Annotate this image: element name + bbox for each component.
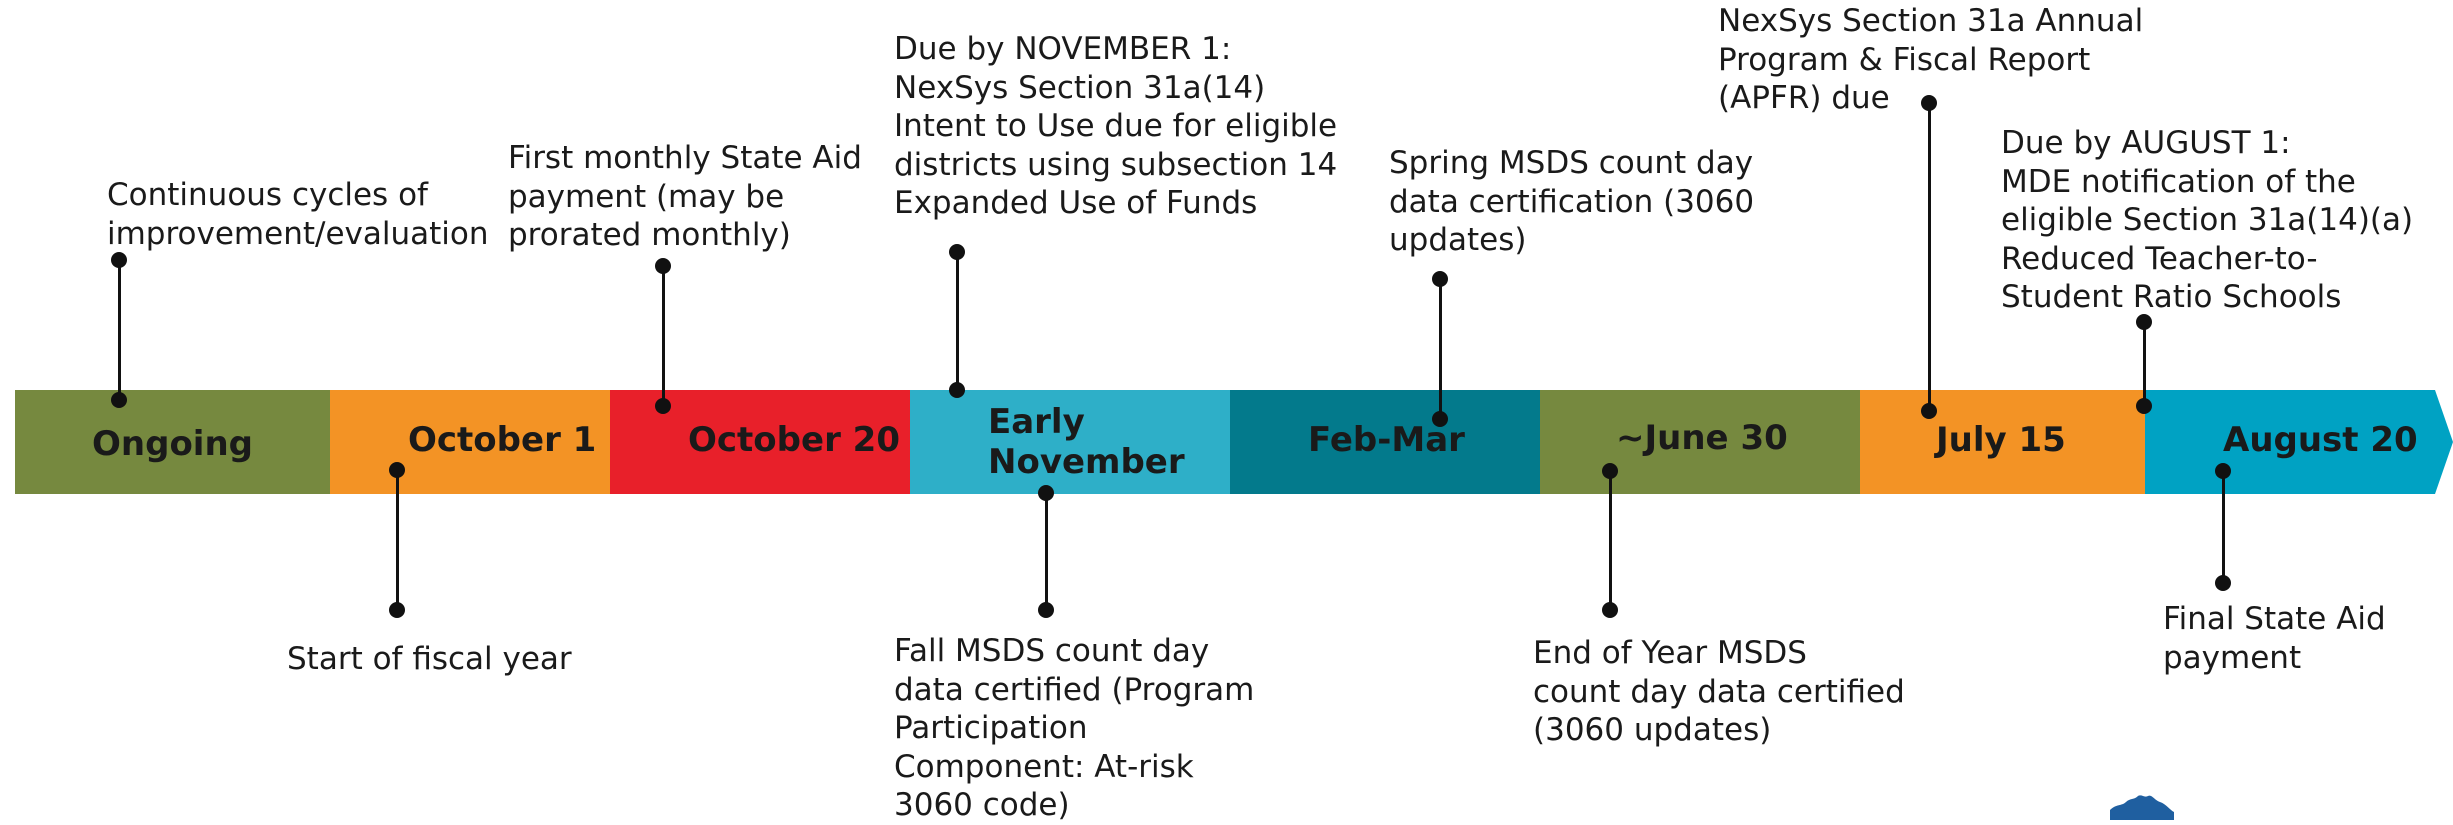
dot-feb-mar-bottom — [1432, 411, 1448, 427]
segment-june-30: ~June 30 — [1540, 390, 1865, 494]
stem-early-november-below — [1045, 493, 1048, 610]
stem-august-1 — [2143, 322, 2146, 406]
note-august-20: Final State Aid payment — [2163, 601, 2386, 676]
stem-early-november-above — [956, 252, 959, 390]
dot-june-30-bottom — [1602, 602, 1618, 618]
stem-july-15 — [1928, 103, 1931, 411]
note-october-1: Start of fiscal year — [287, 641, 572, 677]
segment-early-november: Early November — [910, 390, 1235, 494]
note-ongoing: Continuous cycles of improvement/evaluat… — [107, 177, 489, 252]
stem-october-1 — [396, 470, 399, 610]
dot-august-1-bottom — [2136, 398, 2152, 414]
segment-ongoing: Ongoing — [15, 390, 335, 494]
dot-october-1-bottom — [389, 602, 405, 618]
dot-july-15-bottom — [1921, 403, 1937, 419]
stem-feb-mar — [1439, 279, 1442, 419]
segment-label-june-30: ~June 30 — [1616, 418, 1788, 458]
segment-label-early-november-line1: Early — [988, 402, 1085, 442]
segment-label-august-20: August 20 — [2223, 420, 2418, 460]
dot-october-20-top — [655, 258, 671, 274]
segment-label-ongoing: Ongoing — [92, 424, 254, 464]
dot-early-november-top — [949, 244, 965, 260]
note-june-30: End of Year MSDS count day data certifie… — [1533, 635, 1905, 748]
dot-july-15-top — [1921, 95, 1937, 111]
michigan-map-icon — [2110, 795, 2174, 820]
stem-june-30 — [1609, 471, 1612, 610]
note-early-november-below: Fall MSDS count day data certified (Prog… — [894, 633, 1255, 823]
dot-ongoing-top — [111, 252, 127, 268]
dot-october-20-bottom — [655, 398, 671, 414]
segment-october-20: October 20 — [610, 390, 915, 494]
stem-ongoing — [118, 260, 121, 402]
segment-label-october-20: October 20 — [688, 420, 900, 460]
dot-early-november-lower-bottom — [1038, 602, 1054, 618]
segment-july-15: July 15 — [1860, 390, 2150, 494]
segment-label-early-november-line2: November — [988, 442, 1185, 482]
dot-early-november-mid — [949, 382, 965, 398]
note-early-november: Due by NOVEMBER 1: NexSys Section 31a(14… — [894, 31, 1338, 221]
note-august-1: Due by AUGUST 1: MDE notification of the… — [2001, 125, 2414, 315]
note-feb-mar: Spring MSDS count day data certification… — [1389, 145, 1755, 258]
dot-august-20-top — [2215, 463, 2231, 479]
dot-feb-mar-top — [1432, 271, 1448, 287]
stem-october-20 — [662, 266, 665, 408]
dot-august-20-bottom — [2215, 575, 2231, 591]
dot-early-november-lower-top — [1038, 485, 1054, 501]
segment-feb-mar: Feb-Mar — [1230, 390, 1545, 494]
stem-august-20 — [2222, 471, 2225, 583]
note-july-15: NexSys Section 31a Annual Program & Fisc… — [1718, 3, 2144, 116]
segment-october-1: October 1 — [330, 390, 613, 494]
dot-august-1-top — [2136, 314, 2152, 330]
dot-ongoing-bottom — [111, 392, 127, 408]
dot-june-30-top — [1602, 463, 1618, 479]
segment-label-october-1: October 1 — [408, 420, 597, 460]
dot-october-1-top — [389, 462, 405, 478]
segment-label-july-15: July 15 — [1936, 420, 2066, 460]
note-october-20: First monthly State Aid payment (may be … — [508, 140, 862, 253]
